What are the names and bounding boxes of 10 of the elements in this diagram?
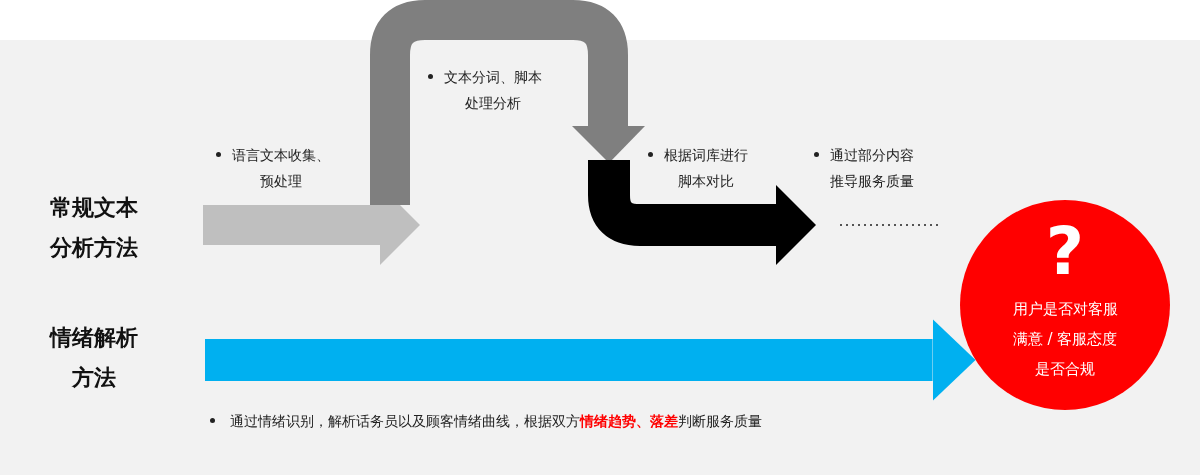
question-mark: ? — [1045, 216, 1085, 288]
arrow — [205, 319, 976, 401]
bullet-text: 根据词库进行脚本对比 — [663, 146, 749, 191]
method-label: 情绪解析方法 — [48, 318, 140, 398]
bullet-text: 文本分词、脚本处理分析 — [443, 68, 543, 113]
bullet-text: 语言文本收集、预处理 — [231, 146, 331, 191]
result-text: 用户是否对客服满意 / 客服态度是否合规 — [1011, 299, 1119, 380]
bullet-text: 通过情绪识别，解析话务员以及顾客情绪曲线，根据双方情绪趋势、落差判断服务质量 — [230, 412, 763, 431]
method-label: 常规文本分析方法 — [48, 188, 140, 268]
bullet-text: 通过部分内容推导服务质量 — [829, 146, 915, 191]
